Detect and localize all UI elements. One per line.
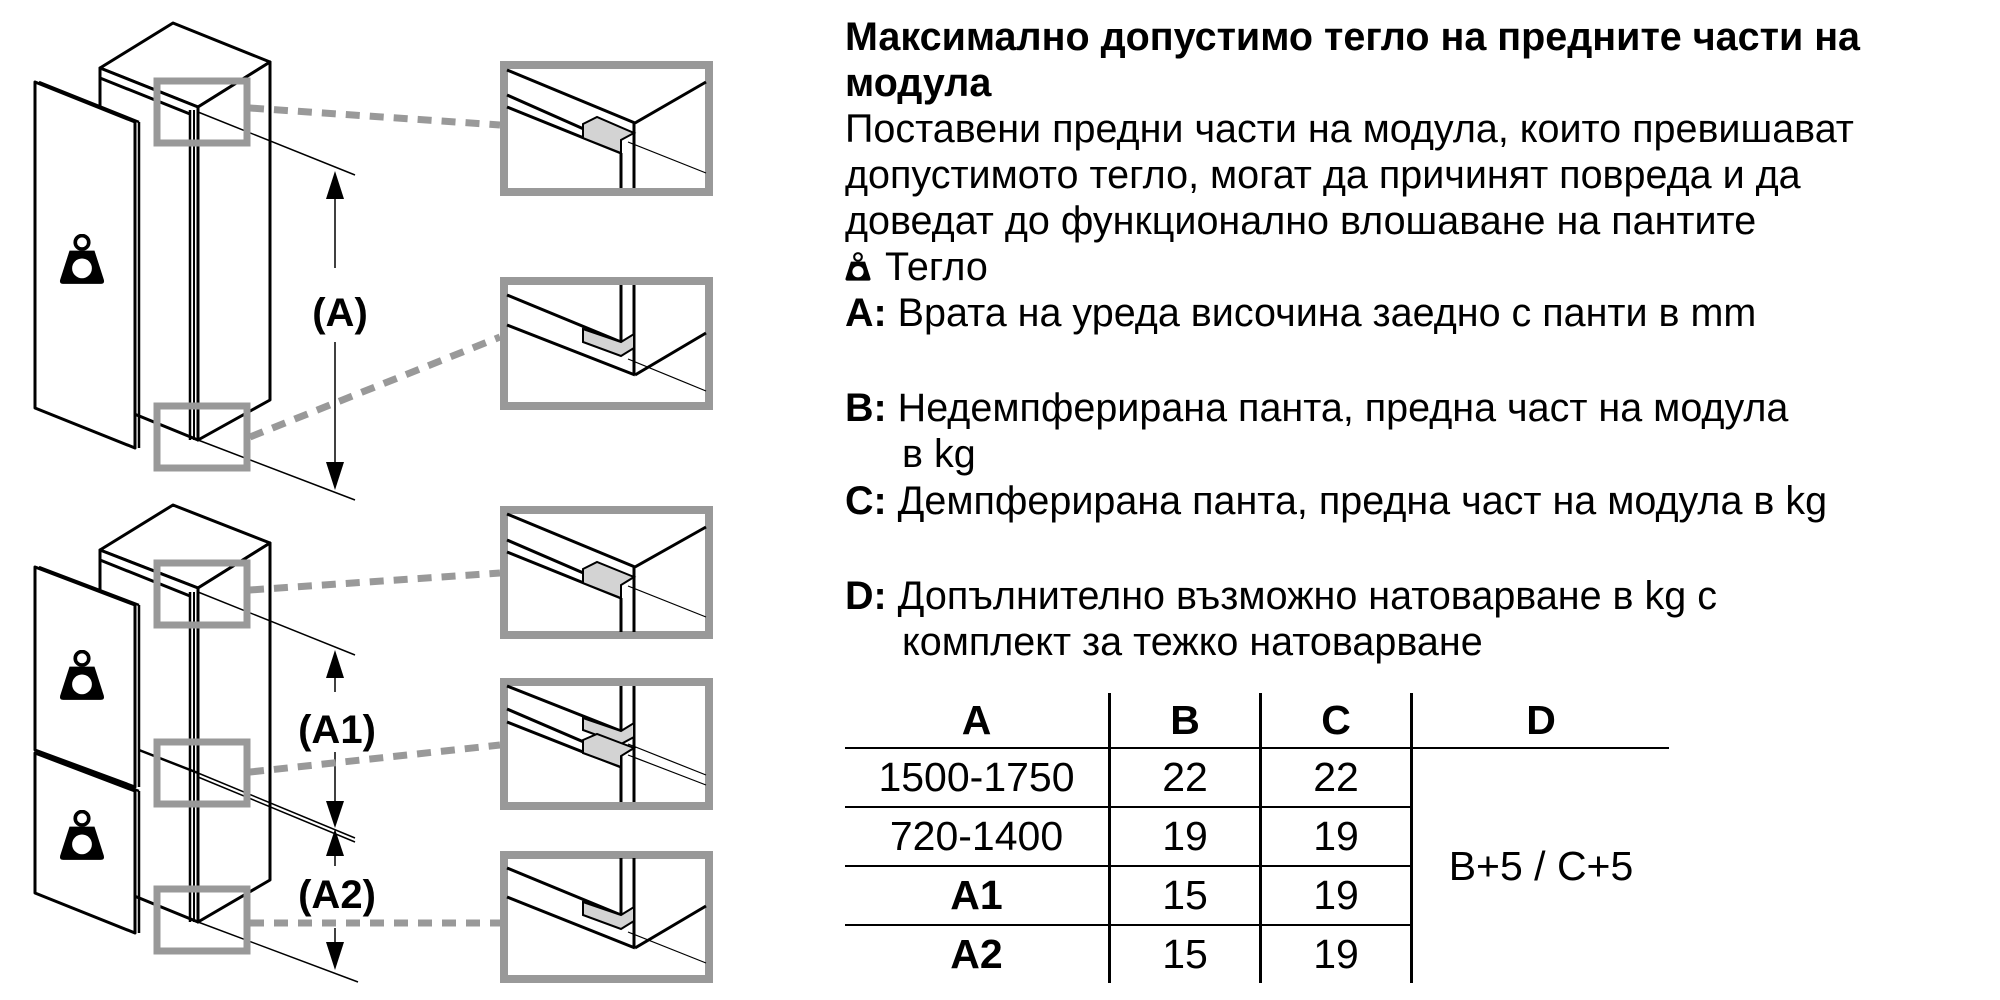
header-d: D [1410, 693, 1669, 749]
warning-line-1: Поставени предни части на модула, които … [845, 107, 1854, 151]
section-title-line-1: Максимално допустимо тегло на предните ч… [845, 15, 1861, 59]
table-row: 720-1400 19 19 [845, 807, 1669, 867]
legend-d: D: Допълнително възможно натоварване в k… [845, 573, 1717, 619]
detail-top-hinge-two-door [500, 506, 713, 639]
table-header-row: A B C D [845, 693, 1669, 749]
legend-weight-label: Тегло [885, 245, 988, 289]
detail-bottom-hinge-two-door [500, 851, 713, 983]
header-c: C [1259, 693, 1412, 749]
table-row: 1500-1750 22 22 B+5 / C+5 [845, 748, 1669, 983]
table-row: A1 15 19 [845, 866, 1669, 926]
legend-b-continuation: в kg [902, 432, 976, 476]
cell-a: 1500-1750 [845, 748, 1110, 808]
legend-key-a: A: [845, 291, 887, 335]
table-row: A2 15 19 [845, 925, 1669, 983]
dimension-label-a1: (A1) [298, 708, 376, 752]
legend-d-text: Допълнително възможно натоварване в kg с [897, 574, 1717, 618]
dimension-label-a2: (A2) [298, 873, 376, 917]
section-title-line-2: модула [845, 61, 992, 105]
detail-top-hinge [500, 61, 713, 196]
legend-key-b: B: [845, 386, 887, 430]
legend-d-continuation: комплект за тежко натоварване [902, 620, 1483, 664]
single-door-appliance [33, 21, 272, 450]
header-a: A [845, 693, 1110, 749]
dimension-label-a: (A) [312, 291, 368, 335]
cell-b: 15 [1108, 925, 1261, 983]
legend-b: B: Недемпферирана панта, предна част на … [845, 385, 1788, 431]
weight-limits-table: A B C D 1500-1750 22 22 B+5 / C+5 720-14… [845, 693, 1669, 983]
legend-c-text: Демпферирана панта, предна част на модул… [897, 479, 1828, 523]
two-door-appliance [33, 503, 272, 935]
legend-b-text: Недемпферирана панта, предна част на мод… [897, 386, 1789, 430]
detail-middle-hinge [500, 678, 713, 810]
cell-d-merged: B+5 / C+5 [1410, 748, 1669, 983]
hinge-weight-diagram: (A) [33, 21, 713, 983]
cell-c: 19 [1259, 866, 1412, 926]
cell-c: 19 [1259, 925, 1412, 983]
legend-key-d: D: [845, 574, 887, 618]
cell-a: A2 [950, 931, 1003, 977]
cell-b: 19 [1108, 807, 1261, 867]
cell-b: 22 [1108, 748, 1261, 808]
detail-bottom-hinge [500, 277, 713, 410]
weight-icon [845, 252, 871, 281]
warning-line-2: допустимото тегло, могат да причинят пов… [845, 153, 1801, 197]
legend-key-c: C: [845, 479, 887, 523]
cell-a: 720-1400 [845, 807, 1110, 867]
legend-c: C: Демпферирана панта, предна част на мо… [845, 478, 1827, 524]
cell-a: A1 [845, 866, 1110, 926]
legend-a-text: Врата на уреда височина заедно с панти в… [897, 291, 1757, 335]
legend-a: A: Врата на уреда височина заедно с пант… [845, 290, 1756, 336]
warning-line-3: доведат до функционално влошаване на пан… [845, 199, 1757, 243]
cell-b: 15 [1108, 866, 1261, 926]
legend-weight: Тегло [845, 244, 988, 290]
cell-c: 19 [1259, 807, 1412, 867]
header-b: B [1108, 693, 1261, 749]
cell-c: 22 [1259, 748, 1412, 808]
